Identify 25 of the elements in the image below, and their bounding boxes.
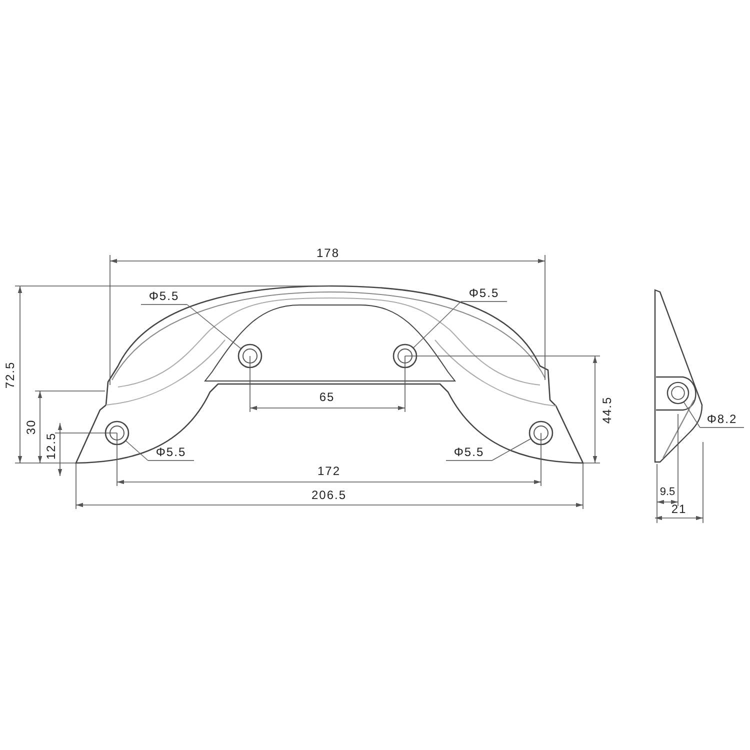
dimension-value: 178 — [316, 246, 340, 260]
dimension-value: 65 — [319, 390, 335, 404]
dimension-value: 44.5 — [600, 396, 614, 424]
leader-label: Φ5.5 — [461, 285, 507, 302]
dimension-value: 72.5 — [3, 361, 17, 389]
leader-label: Φ8.2 — [700, 411, 744, 428]
leader-line — [684, 402, 700, 428]
leader-label: Φ5.5 — [148, 444, 194, 461]
dimension-value: 172 — [317, 464, 341, 478]
dimension-value: 12.5 — [44, 432, 58, 460]
leader-line — [186, 304, 242, 349]
leader-label: Φ5.5 — [446, 444, 492, 461]
mounting-hole — [105, 421, 129, 445]
dimension-value: 30 — [24, 419, 38, 435]
leader-label: Φ5.5 — [141, 288, 187, 305]
dimension-value: 21 — [671, 502, 687, 516]
leader-line — [413, 301, 462, 348]
mounting-hole — [529, 421, 553, 445]
leader-line — [492, 438, 531, 461]
mounting-hole — [238, 344, 262, 368]
mounting-hole — [667, 382, 689, 404]
dimension-value: 206.5 — [311, 488, 347, 502]
leader-line — [126, 440, 148, 461]
dimension-value: 9.5 — [660, 485, 676, 499]
mounting-hole — [393, 344, 417, 368]
